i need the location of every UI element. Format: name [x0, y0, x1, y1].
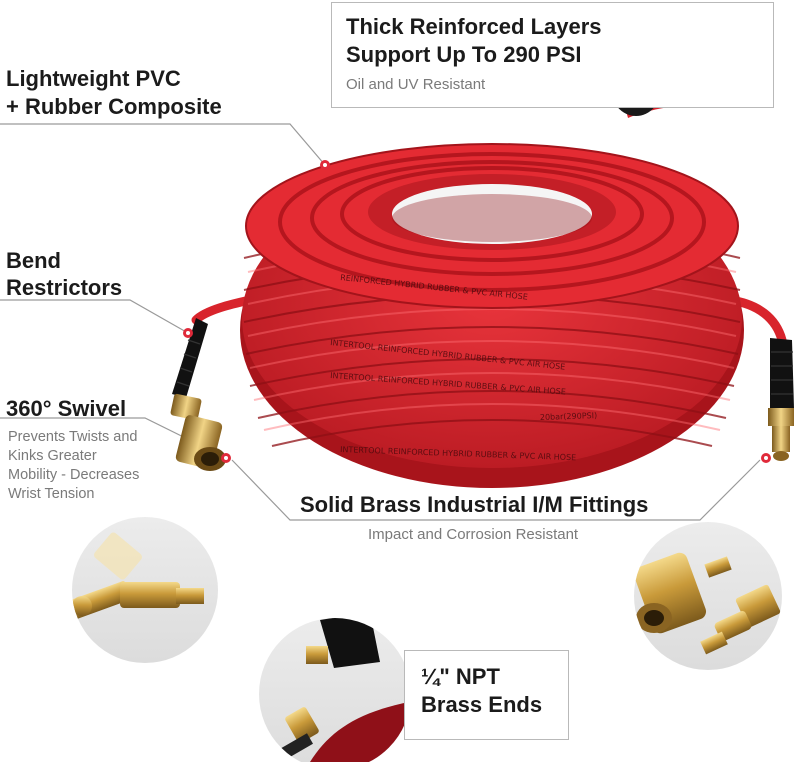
svg-text:20bar(290PSI): 20bar(290PSI): [540, 411, 598, 422]
left-fitting: [170, 318, 226, 471]
npt-ends-circle: [259, 618, 411, 762]
npt-line2: Brass Ends: [421, 692, 543, 717]
npt-line1: ¼" NPT: [421, 664, 500, 689]
layers-title-line1: Thick Reinforced Layers: [346, 14, 602, 39]
callout-lines: [0, 123, 761, 521]
callout-dots: [183, 160, 771, 463]
brass-fittings-circle: [634, 522, 782, 670]
composite-line2: + Rubber Composite: [6, 94, 222, 119]
swivel-closeup-circle: [72, 517, 218, 663]
composite-line1: Lightweight PVC: [6, 66, 181, 91]
hose-coil: REINFORCED HYBRID RUBBER & PVC AIR HOSE …: [240, 143, 744, 488]
swivel-description: Prevents Twists and Kinks Greater Mobili…: [8, 429, 140, 502]
layers-callout-box: [331, 2, 774, 108]
bend-line1: Bend: [6, 248, 61, 273]
layers-title-line2: Support Up To 290 PSI: [346, 42, 582, 67]
fittings-title: Solid Brass Industrial I/M Fittings: [300, 492, 649, 517]
fittings-subtitle: Impact and Corrosion Resistant: [368, 526, 579, 543]
swivel-title: 360° Swivel: [6, 396, 127, 421]
bend-line2: Restrictors: [6, 275, 123, 300]
npt-callout-box: [404, 650, 569, 740]
layers-subtitle: Oil and UV Resistant: [346, 76, 486, 93]
right-fitting: [768, 338, 794, 461]
